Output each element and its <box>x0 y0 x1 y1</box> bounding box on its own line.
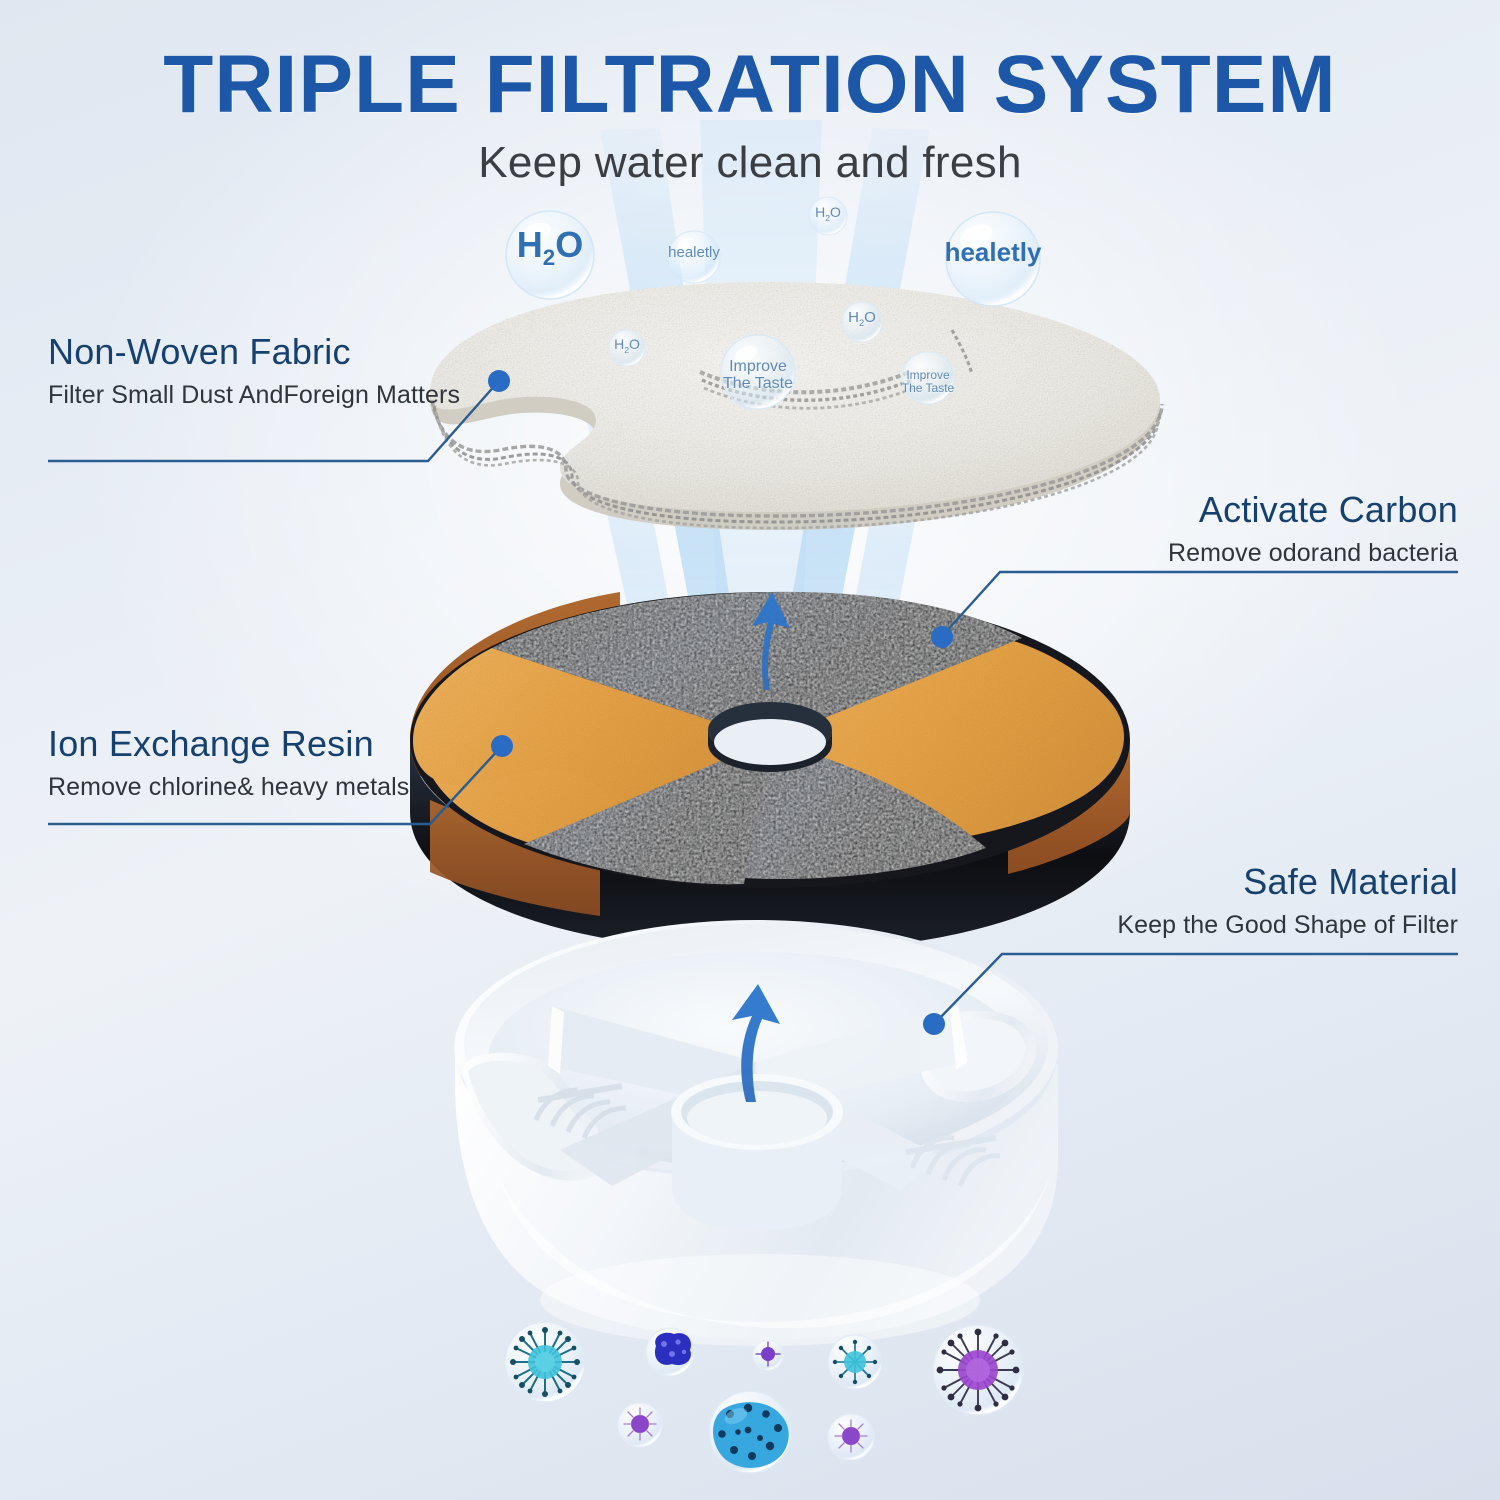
callout-dot-non-woven-fabric <box>488 370 510 392</box>
callout-ion-exchange-resin: Ion Exchange Resin Remove chlorine& heav… <box>48 723 468 804</box>
germ-bubble-small <box>827 1413 875 1461</box>
germ-bubble-cluster <box>645 1327 695 1377</box>
callout-description: Remove odorand bacteria <box>1168 539 1458 568</box>
germ-bubble-dotted-bacteria <box>708 1390 792 1474</box>
flow-arrow-housing <box>732 984 780 1102</box>
water-bubbles <box>505 196 1041 410</box>
callout-caption: Activate Carbon <box>1198 489 1458 530</box>
page-subtitle: Keep water clean and fresh <box>478 138 1022 187</box>
germ-bubbles <box>504 1321 1024 1474</box>
page-title: TRIPLE FILTRATION SYSTEM <box>163 39 1337 130</box>
callout-dot-activate-carbon <box>931 626 953 648</box>
callout-dot-safe-material <box>923 1013 945 1035</box>
callout-description: Keep the Good Shape of Filter <box>1117 911 1458 940</box>
callout-non-woven-fabric: Non-Woven Fabric Filter Small Dust AndFo… <box>48 331 468 412</box>
germ-bubble-spiky-virus <box>932 1324 1024 1416</box>
callout-caption: Safe Material <box>1243 861 1458 902</box>
germ-bubble-small <box>617 1402 663 1448</box>
leader-non-woven-fabric <box>48 370 510 463</box>
callout-caption: Ion Exchange Resin <box>48 723 374 764</box>
leader-ion-exchange-resin <box>48 735 513 826</box>
callout-description: Remove chlorine& heavy metals <box>48 773 410 802</box>
layer-carbon-resin-disc <box>410 591 1130 952</box>
germ-bubble-small <box>752 1339 784 1371</box>
germ-bubble-spiky-virus <box>504 1321 586 1403</box>
callout-description: Filter Small Dust AndForeign Matters <box>48 381 461 410</box>
callout-dot-ion-exchange-resin <box>491 735 513 757</box>
leader-safe-material <box>923 952 1458 1035</box>
germ-bubble-spiky-virus <box>827 1334 883 1390</box>
callout-caption: Non-Woven Fabric <box>48 331 351 372</box>
flow-arrow-carbon <box>752 592 790 690</box>
callout-leaders <box>48 370 1458 1035</box>
callout-safe-material: Safe Material Keep the Good Shape of Fil… <box>1028 861 1458 942</box>
layer-filter-housing <box>454 920 1058 1346</box>
callout-activate-carbon: Activate Carbon Remove odorand bacteria <box>988 489 1458 570</box>
leader-activate-carbon <box>931 570 1458 648</box>
